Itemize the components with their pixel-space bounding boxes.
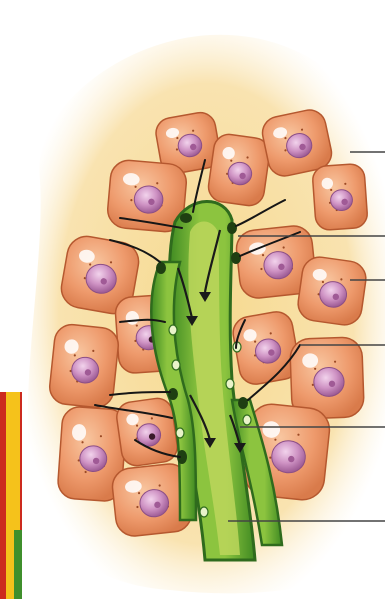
- plant-cell: [115, 396, 179, 467]
- plant-cell: [207, 132, 272, 207]
- plant-cell: [312, 163, 368, 230]
- plant-cell: [296, 255, 368, 327]
- side-strip-green: [14, 530, 22, 599]
- plant-cell: [48, 323, 120, 409]
- side-strip: [0, 392, 22, 599]
- cell-nucleus: [313, 367, 344, 397]
